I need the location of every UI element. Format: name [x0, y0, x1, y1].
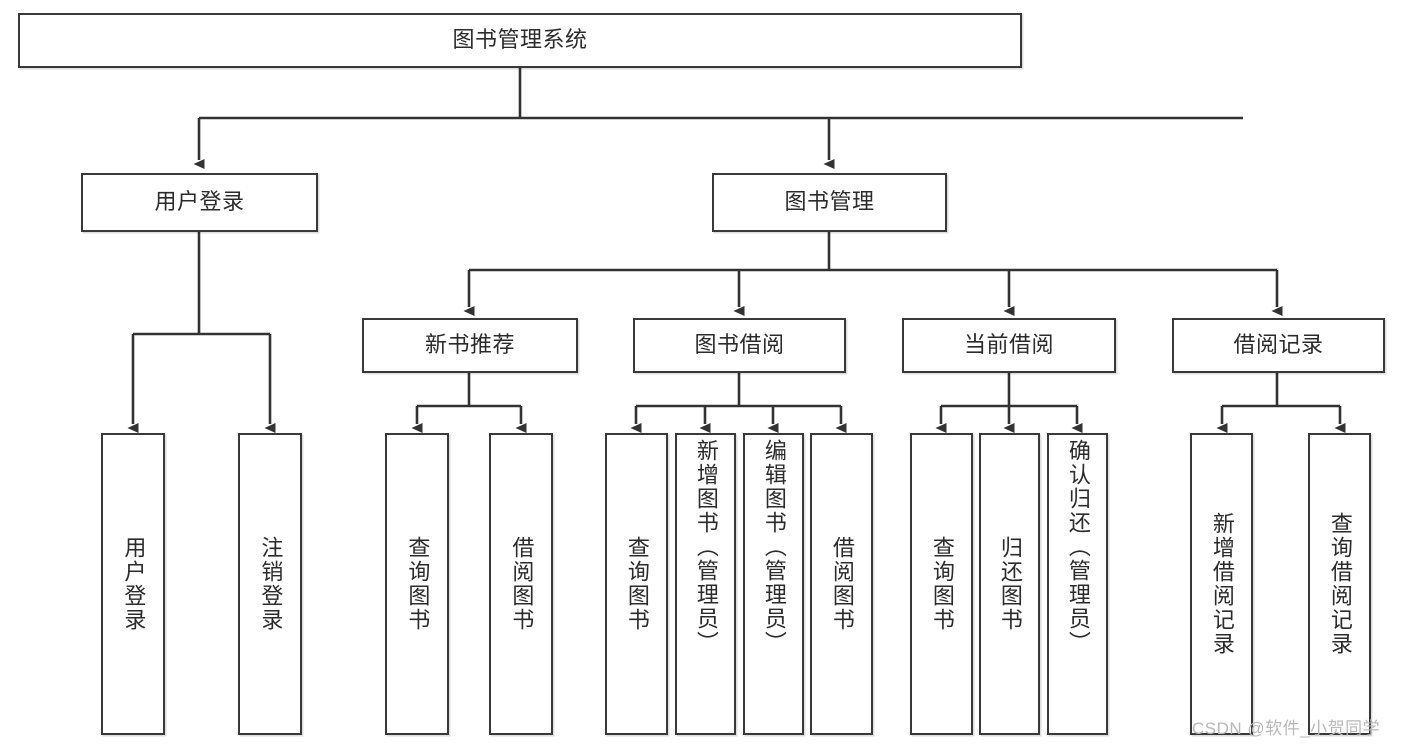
node-current-borrowing[interactable]: 当前借阅	[902, 318, 1116, 373]
node-label: 新书推荐	[424, 332, 515, 358]
leaf-query-book-current[interactable]: 查询图书	[910, 433, 973, 735]
leaf-query-borrow-record[interactable]: 查询借阅记录	[1308, 433, 1371, 735]
node-label: 借阅记录	[1233, 332, 1324, 358]
leaf-confirm-return-admin[interactable]: 确认归还（管理员）	[1047, 433, 1108, 735]
node-label: 新增图书（管理员）	[693, 439, 719, 655]
node-label: 用户登录	[154, 189, 245, 215]
leaf-add-book-admin[interactable]: 新增图书（管理员）	[675, 433, 736, 735]
node-label: 归还图书	[997, 536, 1023, 632]
node-label: 新增借阅记录	[1209, 512, 1235, 656]
node-label: 借阅图书	[829, 536, 855, 632]
node-label: 查询图书	[624, 536, 650, 632]
node-label: 图书管理	[784, 189, 875, 215]
leaf-add-borrow-record[interactable]: 新增借阅记录	[1190, 433, 1253, 735]
node-label: 注销登录	[258, 536, 284, 632]
leaf-logout[interactable]: 注销登录	[238, 433, 302, 735]
leaf-query-book-recommend[interactable]: 查询图书	[385, 433, 449, 735]
node-label: 借阅图书	[509, 536, 535, 632]
node-new-book-recommendation[interactable]: 新书推荐	[362, 318, 578, 373]
leaf-edit-book-admin[interactable]: 编辑图书（管理员）	[743, 433, 804, 735]
leaf-query-book-borrowing[interactable]: 查询图书	[605, 433, 668, 735]
node-label: 图书管理系统	[452, 27, 588, 53]
node-label: 确认归还（管理员）	[1065, 439, 1091, 655]
node-user-login[interactable]: 用户登录	[81, 173, 318, 232]
leaf-return-book[interactable]: 归还图书	[979, 433, 1040, 735]
node-book-borrowing[interactable]: 图书借阅	[633, 318, 846, 373]
leaf-borrow-book-borrowing[interactable]: 借阅图书	[810, 433, 873, 735]
leaf-user-login[interactable]: 用户登录	[101, 433, 165, 735]
node-label: 当前借阅	[963, 332, 1054, 358]
node-label: 查询图书	[929, 536, 955, 632]
node-book-management[interactable]: 图书管理	[712, 173, 947, 232]
node-label: 图书借阅	[694, 332, 785, 358]
node-root-library-management-system[interactable]: 图书管理系统	[18, 13, 1022, 68]
csdn-watermark: CSDN @软件_小贺同学	[1192, 719, 1381, 738]
node-label: 查询借阅记录	[1327, 512, 1353, 656]
leaf-borrow-book-recommend[interactable]: 借阅图书	[489, 433, 553, 735]
node-label: 用户登录	[121, 536, 147, 632]
node-label: 查询图书	[405, 536, 431, 632]
node-borrowing-records[interactable]: 借阅记录	[1172, 318, 1385, 373]
node-label: 编辑图书（管理员）	[761, 439, 787, 655]
